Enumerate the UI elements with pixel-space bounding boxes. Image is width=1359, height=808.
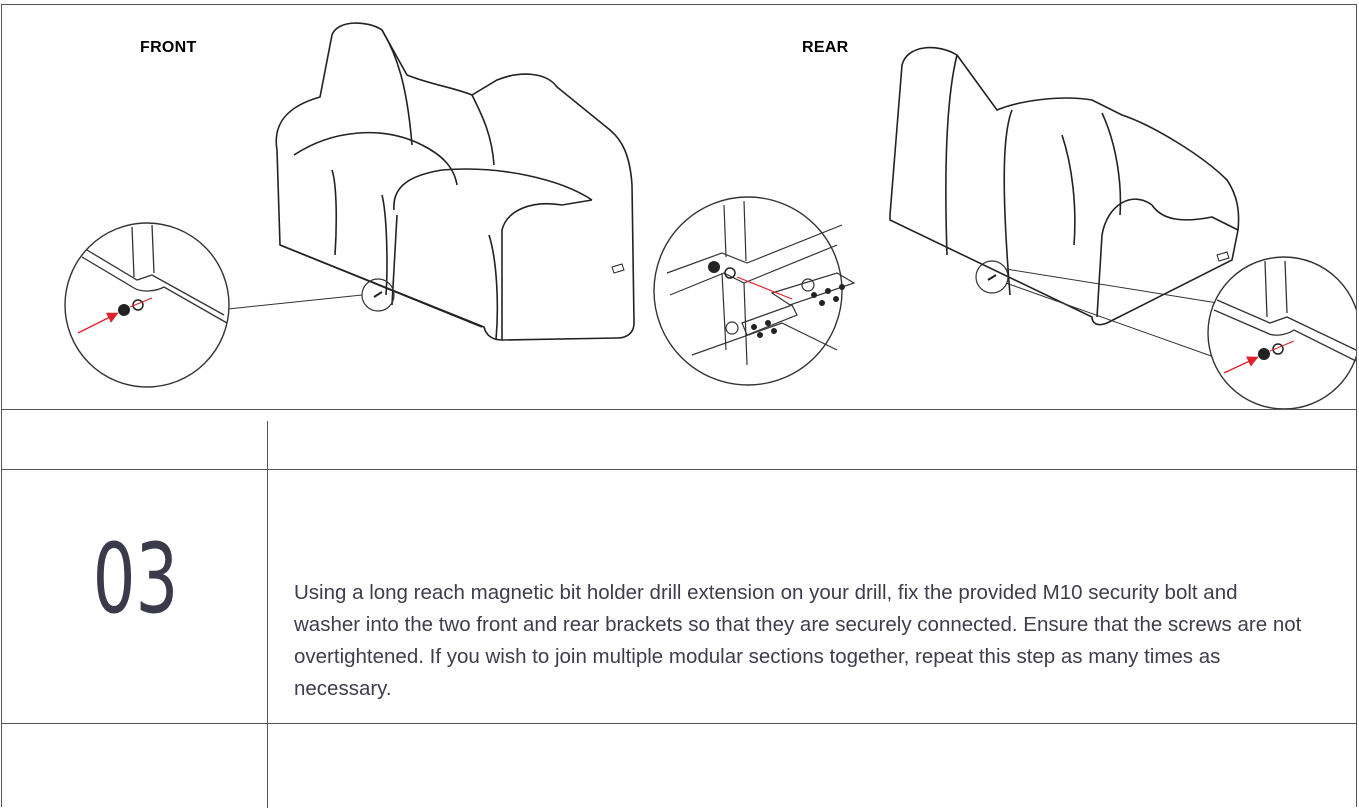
column-divider [267, 421, 268, 808]
row-divider [2, 469, 1356, 470]
front-sofa-drawing [275, 22, 635, 341]
rear-detail-circle [1207, 256, 1356, 409]
assembly-illustration [64, 22, 1356, 409]
bracket-detail-circle [653, 196, 843, 386]
front-detail-circle [64, 222, 230, 388]
front-label: FRONT [140, 39, 197, 56]
instruction-sheet: FRONT REAR 03 Using a long reach magneti… [1, 4, 1357, 808]
step-number: 03 [92, 523, 179, 635]
row-divider [2, 409, 1356, 410]
rear-sofa-drawing [889, 46, 1240, 326]
row-divider [2, 723, 1356, 724]
step-description: Using a long reach magnetic bit holder d… [294, 581, 1302, 700]
rear-label: REAR [802, 39, 849, 56]
